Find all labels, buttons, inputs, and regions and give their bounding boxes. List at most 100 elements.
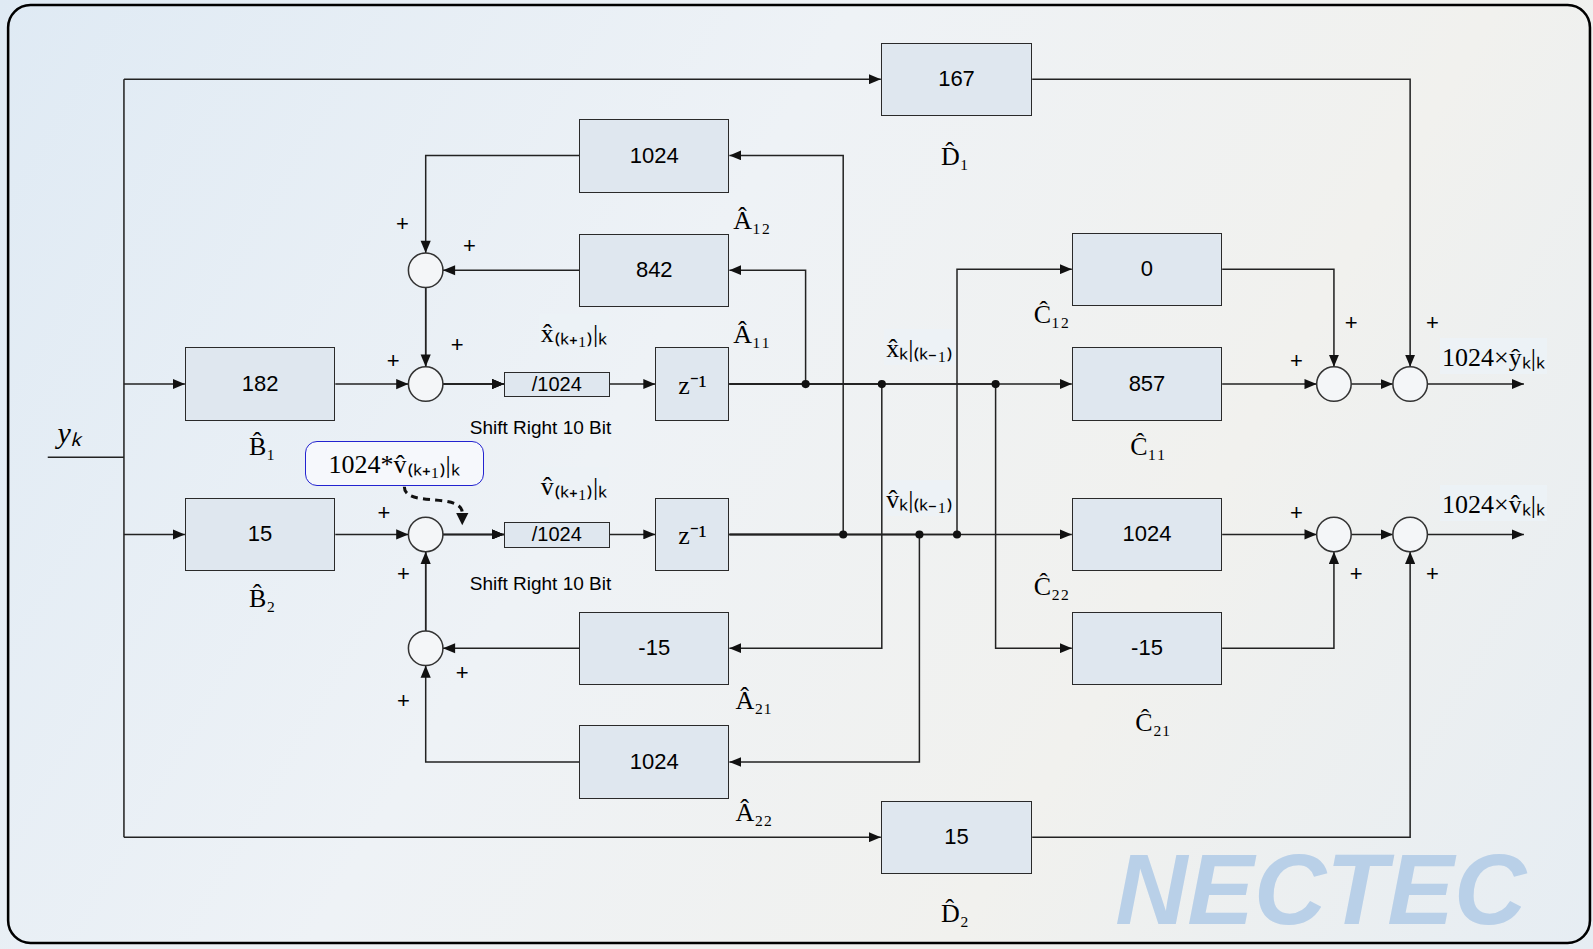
sum-sign: + bbox=[397, 561, 410, 587]
wire bbox=[1222, 552, 1334, 649]
sum-sign: + bbox=[1290, 348, 1303, 374]
gain-block: 1024Ĉ₂₂ bbox=[1072, 498, 1222, 571]
divider-block: /1024Shift Right 10 Bit bbox=[504, 372, 610, 397]
shift-note: Shift Right 10 Bit bbox=[470, 417, 612, 439]
wire bbox=[124, 534, 185, 536]
wire bbox=[1032, 79, 1410, 367]
summing-junction bbox=[408, 631, 443, 666]
sum-sign: + bbox=[397, 688, 410, 714]
sum-sign: + bbox=[1426, 561, 1439, 587]
box-text: 15 bbox=[248, 521, 272, 547]
signal-label: 1024×ŷₖ|ₖ bbox=[1440, 338, 1547, 374]
sum-sign: + bbox=[1426, 310, 1439, 336]
gain-block: 1024Â₂₂ bbox=[579, 725, 729, 798]
wire bbox=[1427, 383, 1524, 385]
box-text: 0 bbox=[1141, 256, 1153, 282]
wire bbox=[1222, 383, 1316, 385]
signal-connector bbox=[610, 534, 656, 536]
symbol-label: Â₂₁ bbox=[735, 686, 772, 716]
symbol-label: Ĉ₂₂ bbox=[1034, 572, 1069, 602]
sum-sign: + bbox=[456, 660, 469, 686]
junction-dot bbox=[802, 380, 1000, 539]
symbol-label: Â₁₂ bbox=[733, 206, 770, 236]
box-text: -15 bbox=[638, 635, 670, 661]
signal-connector bbox=[729, 534, 919, 762]
arrowhead bbox=[421, 355, 431, 367]
box-text: 167 bbox=[938, 66, 975, 92]
symbol-label: Â₁₁ bbox=[733, 320, 770, 350]
symbol-label: Ĉ₁₂ bbox=[1034, 300, 1069, 330]
signal-label: yₖ bbox=[57, 411, 80, 452]
symbol-label: Â₂₂ bbox=[735, 798, 772, 828]
wire bbox=[1222, 269, 1334, 367]
signal-label: x̂₍ₖ₊₁₎|ₖ bbox=[539, 314, 609, 350]
divider-block: /1024Shift Right 10 Bit bbox=[504, 522, 610, 547]
wire bbox=[48, 79, 1524, 837]
summing-junction bbox=[408, 517, 443, 552]
box-text: /1024 bbox=[532, 373, 582, 396]
signal-connector bbox=[729, 269, 1071, 534]
symbol-label: Ĉ₁₁ bbox=[1130, 432, 1165, 462]
signal-connector bbox=[426, 534, 579, 762]
gain-block: 182B̂₁ bbox=[185, 347, 335, 420]
wire bbox=[1427, 534, 1524, 536]
box-text: 1024*v̂₍ₖ₊₁₎|ₖ bbox=[329, 445, 460, 481]
sum-sign: + bbox=[1290, 500, 1303, 526]
summing-junction bbox=[408, 253, 1427, 666]
gain-block: 15B̂₂ bbox=[185, 498, 335, 571]
sum-sign: + bbox=[387, 348, 400, 374]
summing-junction bbox=[1317, 367, 1352, 402]
symbol-label: B̂₁ bbox=[249, 432, 275, 462]
box-text: 1024 bbox=[630, 143, 679, 169]
sum-sign: + bbox=[396, 211, 409, 237]
callout-pointer bbox=[404, 487, 462, 513]
signal-connector bbox=[729, 384, 1071, 648]
box-text: -15 bbox=[1131, 635, 1163, 661]
junction-dot bbox=[802, 380, 810, 388]
wire bbox=[123, 79, 125, 837]
box-text: 1024 bbox=[1123, 521, 1172, 547]
wire bbox=[124, 78, 881, 80]
callout-pointer bbox=[404, 487, 468, 526]
box-text: 182 bbox=[242, 371, 279, 397]
box-text: 15 bbox=[944, 824, 968, 850]
signal-label: v̂₍ₖ₊₁₎|ₖ bbox=[539, 467, 609, 503]
gain-block: 15D̂₂ bbox=[881, 801, 1032, 874]
sum-sign: + bbox=[1350, 561, 1363, 587]
wire bbox=[1032, 552, 1410, 838]
sum-sign: + bbox=[1345, 310, 1358, 336]
junction-dot bbox=[915, 530, 923, 538]
callout-box: 1024*v̂₍ₖ₊₁₎|ₖ bbox=[305, 441, 484, 486]
arrowhead bbox=[421, 552, 431, 564]
signal-connector bbox=[610, 383, 656, 385]
signal-label: x̂ₖ|₍ₖ₋₁₎ bbox=[884, 329, 954, 365]
symbol-label: D̂₂ bbox=[941, 899, 969, 929]
arrowhead bbox=[421, 666, 431, 678]
summing-junction bbox=[408, 367, 443, 402]
box-text: /1024 bbox=[532, 523, 582, 546]
gain-block: 0Ĉ₁₂ bbox=[1072, 233, 1222, 306]
summing-junction bbox=[1393, 517, 1428, 552]
box-text: z⁻¹ bbox=[678, 366, 706, 402]
wire bbox=[48, 456, 124, 458]
wire bbox=[1351, 534, 1393, 536]
signal-connector bbox=[729, 155, 843, 534]
junction-dot bbox=[992, 380, 1000, 388]
signal-connector bbox=[729, 270, 805, 384]
box-text: 857 bbox=[1129, 371, 1166, 397]
gain-block: 857Ĉ₁₁ bbox=[1072, 347, 1222, 420]
wire bbox=[1222, 534, 1316, 536]
signal-label: 1024×v̂ₖ|ₖ bbox=[1440, 485, 1547, 521]
frame bbox=[8, 5, 1590, 943]
wire bbox=[124, 836, 881, 838]
symbol-label: Ĉ₂₁ bbox=[1135, 708, 1170, 738]
arrowhead bbox=[443, 643, 455, 653]
delay-block: z⁻¹ bbox=[655, 498, 729, 571]
box-text: z⁻¹ bbox=[678, 516, 706, 552]
summing-junction bbox=[1393, 367, 1428, 402]
gain-block: 842Â₁₁ bbox=[579, 234, 729, 307]
arrowhead bbox=[443, 265, 455, 275]
